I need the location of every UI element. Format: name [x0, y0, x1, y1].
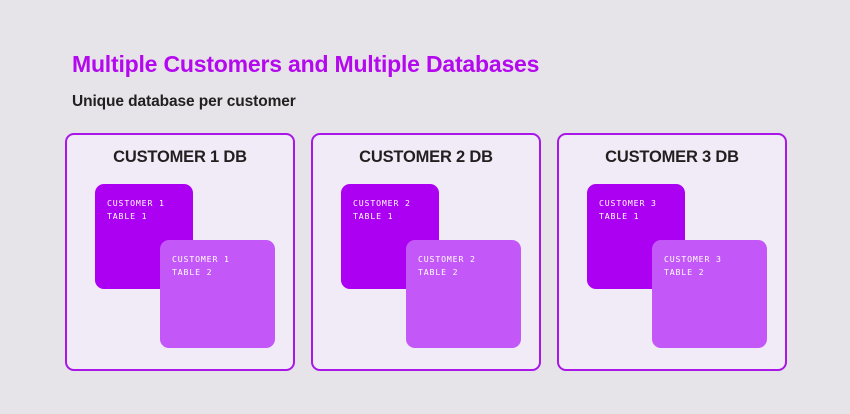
table-box-line-1: CUSTOMER 3	[599, 198, 657, 208]
page-subtitle: Unique database per customer	[72, 93, 296, 111]
table-box-customer-1-table-2[interactable]: CUSTOMER 1 TABLE 2	[160, 240, 275, 348]
database-card-title: CUSTOMER 2 DB	[359, 148, 493, 166]
database-card-customer-3[interactable]: CUSTOMER 3 DB CUSTOMER 3 TABLE 1 CUSTOME…	[557, 133, 787, 371]
table-box-line-1: CUSTOMER 2	[418, 254, 476, 264]
table-box-line-1: CUSTOMER 3	[664, 254, 722, 264]
database-cards-row: CUSTOMER 1 DB CUSTOMER 1 TABLE 1 CUSTOME…	[65, 133, 787, 371]
database-card-title: CUSTOMER 3 DB	[605, 148, 739, 166]
table-box-line-2: TABLE 2	[418, 267, 459, 277]
database-card-title: CUSTOMER 1 DB	[113, 148, 247, 166]
table-box-customer-3-table-2[interactable]: CUSTOMER 3 TABLE 2	[652, 240, 767, 348]
table-box-customer-1-table-1[interactable]: CUSTOMER 1 TABLE 1	[95, 184, 193, 289]
heading-block: Multiple Customers and Multiple Database…	[72, 51, 772, 111]
table-box-line-2: TABLE 1	[107, 211, 148, 221]
page-title: Multiple Customers and Multiple Database…	[72, 51, 540, 77]
table-box-line-2: TABLE 2	[664, 267, 705, 277]
table-box-line-1: CUSTOMER 2	[353, 198, 411, 208]
table-box-line-2: TABLE 1	[353, 211, 394, 221]
table-box-customer-2-table-2[interactable]: CUSTOMER 2 TABLE 2	[406, 240, 521, 348]
table-box-line-2: TABLE 2	[172, 267, 213, 277]
database-card-customer-1[interactable]: CUSTOMER 1 DB CUSTOMER 1 TABLE 1 CUSTOME…	[65, 133, 295, 371]
table-box-line-1: CUSTOMER 1	[107, 198, 165, 208]
table-box-line-2: TABLE 1	[599, 211, 640, 221]
database-card-customer-2[interactable]: CUSTOMER 2 DB CUSTOMER 2 TABLE 1 CUSTOME…	[311, 133, 541, 371]
table-box-line-1: CUSTOMER 1	[172, 254, 230, 264]
